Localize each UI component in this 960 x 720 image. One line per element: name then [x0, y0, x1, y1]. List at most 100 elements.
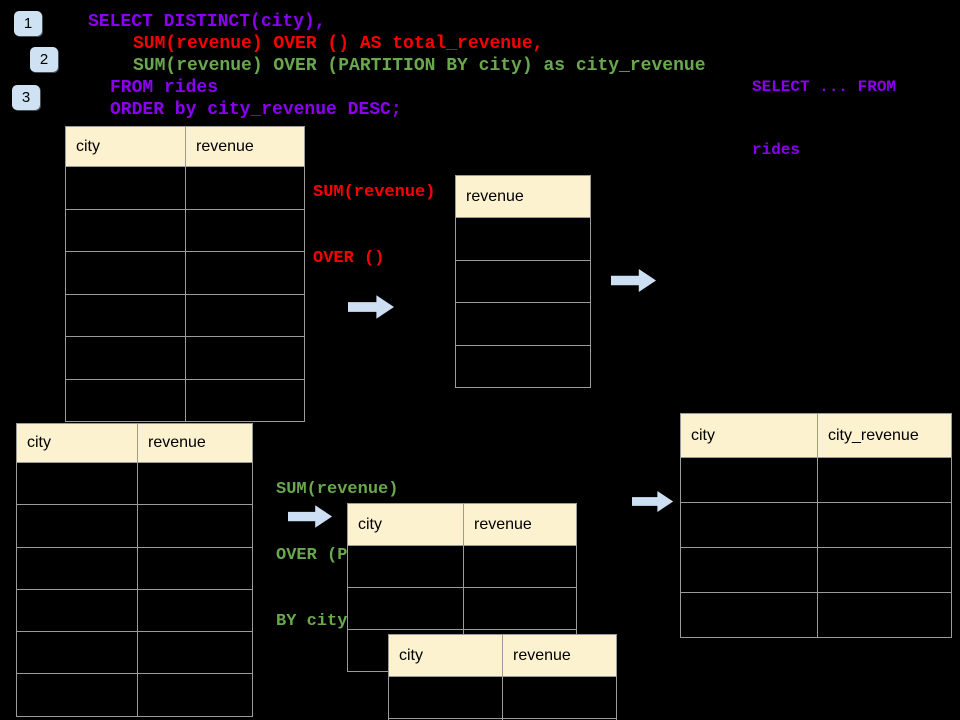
table-row — [455, 344, 591, 388]
side-note-line2: rides — [752, 141, 801, 159]
empty-cell — [388, 676, 503, 719]
table-row — [65, 208, 305, 252]
table-row — [347, 545, 577, 588]
partition-label-line3: BY city) — [276, 612, 358, 631]
empty-cell — [16, 546, 138, 590]
table-row — [680, 592, 952, 638]
table-row — [680, 502, 952, 548]
table-row — [65, 293, 305, 337]
empty-cell — [680, 502, 818, 548]
empty-cell — [185, 336, 305, 380]
empty-cell — [463, 587, 577, 630]
table-header-row: city revenue — [16, 423, 253, 463]
table-row — [16, 588, 253, 633]
empty-cell — [16, 673, 138, 717]
table-row — [16, 673, 253, 717]
table-row — [455, 259, 591, 303]
partition-label-line1: SUM(revenue) — [276, 480, 399, 499]
flow-arrow-icon — [632, 491, 674, 512]
table-row — [680, 457, 952, 503]
column-header-revenue: revenue — [463, 503, 577, 546]
total-revenue-label-line1: SUM(revenue) — [313, 183, 436, 202]
table-row — [455, 302, 591, 346]
total-revenue-table: revenue — [455, 175, 591, 388]
empty-cell — [455, 259, 591, 303]
empty-cell — [16, 631, 138, 675]
empty-cell — [680, 457, 818, 503]
table-row — [16, 631, 253, 675]
sql-line-total-revenue: SUM(revenue) OVER () AS total_revenue, — [133, 34, 544, 54]
sql-line-partition: SUM(revenue) OVER (PARTITION BY city) as… — [133, 56, 706, 76]
empty-cell — [65, 208, 186, 252]
table-row — [65, 336, 305, 380]
table-header-row: city city_revenue — [680, 413, 952, 458]
empty-cell — [16, 588, 138, 633]
sql-line-select: SELECT DISTINCT(city), — [88, 12, 326, 32]
column-header-city: city — [65, 126, 186, 167]
table-row — [680, 547, 952, 593]
empty-cell — [185, 293, 305, 337]
empty-cell — [16, 504, 138, 548]
empty-cell — [185, 251, 305, 295]
column-header-city: city — [16, 423, 138, 463]
table-row — [16, 461, 253, 506]
column-header-revenue: revenue — [502, 634, 617, 677]
empty-cell — [817, 547, 952, 593]
empty-cell — [502, 676, 617, 719]
flow-arrow-icon — [288, 505, 333, 528]
step-badge-3: 3 — [12, 85, 40, 110]
table-row — [388, 676, 617, 719]
empty-cell — [463, 545, 577, 588]
empty-cell — [137, 673, 253, 717]
column-header-city: city — [680, 413, 818, 458]
partition-table-overlay: city revenue — [388, 634, 617, 720]
empty-cell — [137, 461, 253, 506]
table-row — [16, 504, 253, 548]
empty-cell — [185, 208, 305, 252]
table-header-row: city revenue — [65, 126, 305, 167]
empty-cell — [185, 378, 305, 422]
empty-cell — [680, 592, 818, 638]
empty-cell — [347, 587, 464, 630]
empty-cell — [680, 547, 818, 593]
empty-cell — [817, 457, 952, 503]
column-header-city-revenue: city_revenue — [817, 413, 952, 458]
table-row — [455, 217, 591, 261]
column-header-city: city — [347, 503, 464, 546]
empty-cell — [347, 545, 464, 588]
table-header-row: revenue — [455, 175, 591, 218]
step-badge-2: 2 — [30, 47, 58, 72]
source-table-bottom: city revenue — [16, 423, 253, 717]
table-row — [16, 546, 253, 590]
step-badge-label: 1 — [23, 15, 33, 32]
column-header-revenue: revenue — [455, 175, 591, 218]
empty-cell — [65, 336, 186, 380]
empty-cell — [455, 344, 591, 388]
empty-cell — [455, 302, 591, 346]
table-row — [388, 718, 617, 720]
source-table-top: city revenue — [65, 126, 305, 422]
step-badge-1: 1 — [14, 11, 42, 36]
empty-cell — [65, 378, 186, 422]
city-revenue-table: city city_revenue — [680, 413, 952, 638]
side-note: SELECT ... FROM rides — [752, 35, 896, 203]
empty-cell — [65, 166, 186, 210]
empty-cell — [137, 546, 253, 590]
table-row — [347, 587, 577, 630]
total-revenue-label-line2: OVER () — [313, 249, 385, 268]
table-row — [65, 166, 305, 210]
side-note-line1: SELECT ... FROM — [752, 78, 897, 96]
table-header-row: city revenue — [388, 634, 617, 677]
table-header-row: city revenue — [347, 503, 577, 546]
step-badge-label: 3 — [21, 89, 31, 106]
flow-arrow-icon — [611, 269, 657, 292]
flow-arrow-icon — [348, 295, 395, 319]
empty-cell — [65, 293, 186, 337]
empty-cell — [16, 461, 138, 506]
empty-cell — [817, 502, 952, 548]
empty-cell — [137, 588, 253, 633]
sql-line-order-by: ORDER by city_revenue DESC; — [110, 100, 402, 120]
table-row — [65, 378, 305, 422]
empty-cell — [817, 592, 952, 638]
column-header-revenue: revenue — [185, 126, 305, 167]
